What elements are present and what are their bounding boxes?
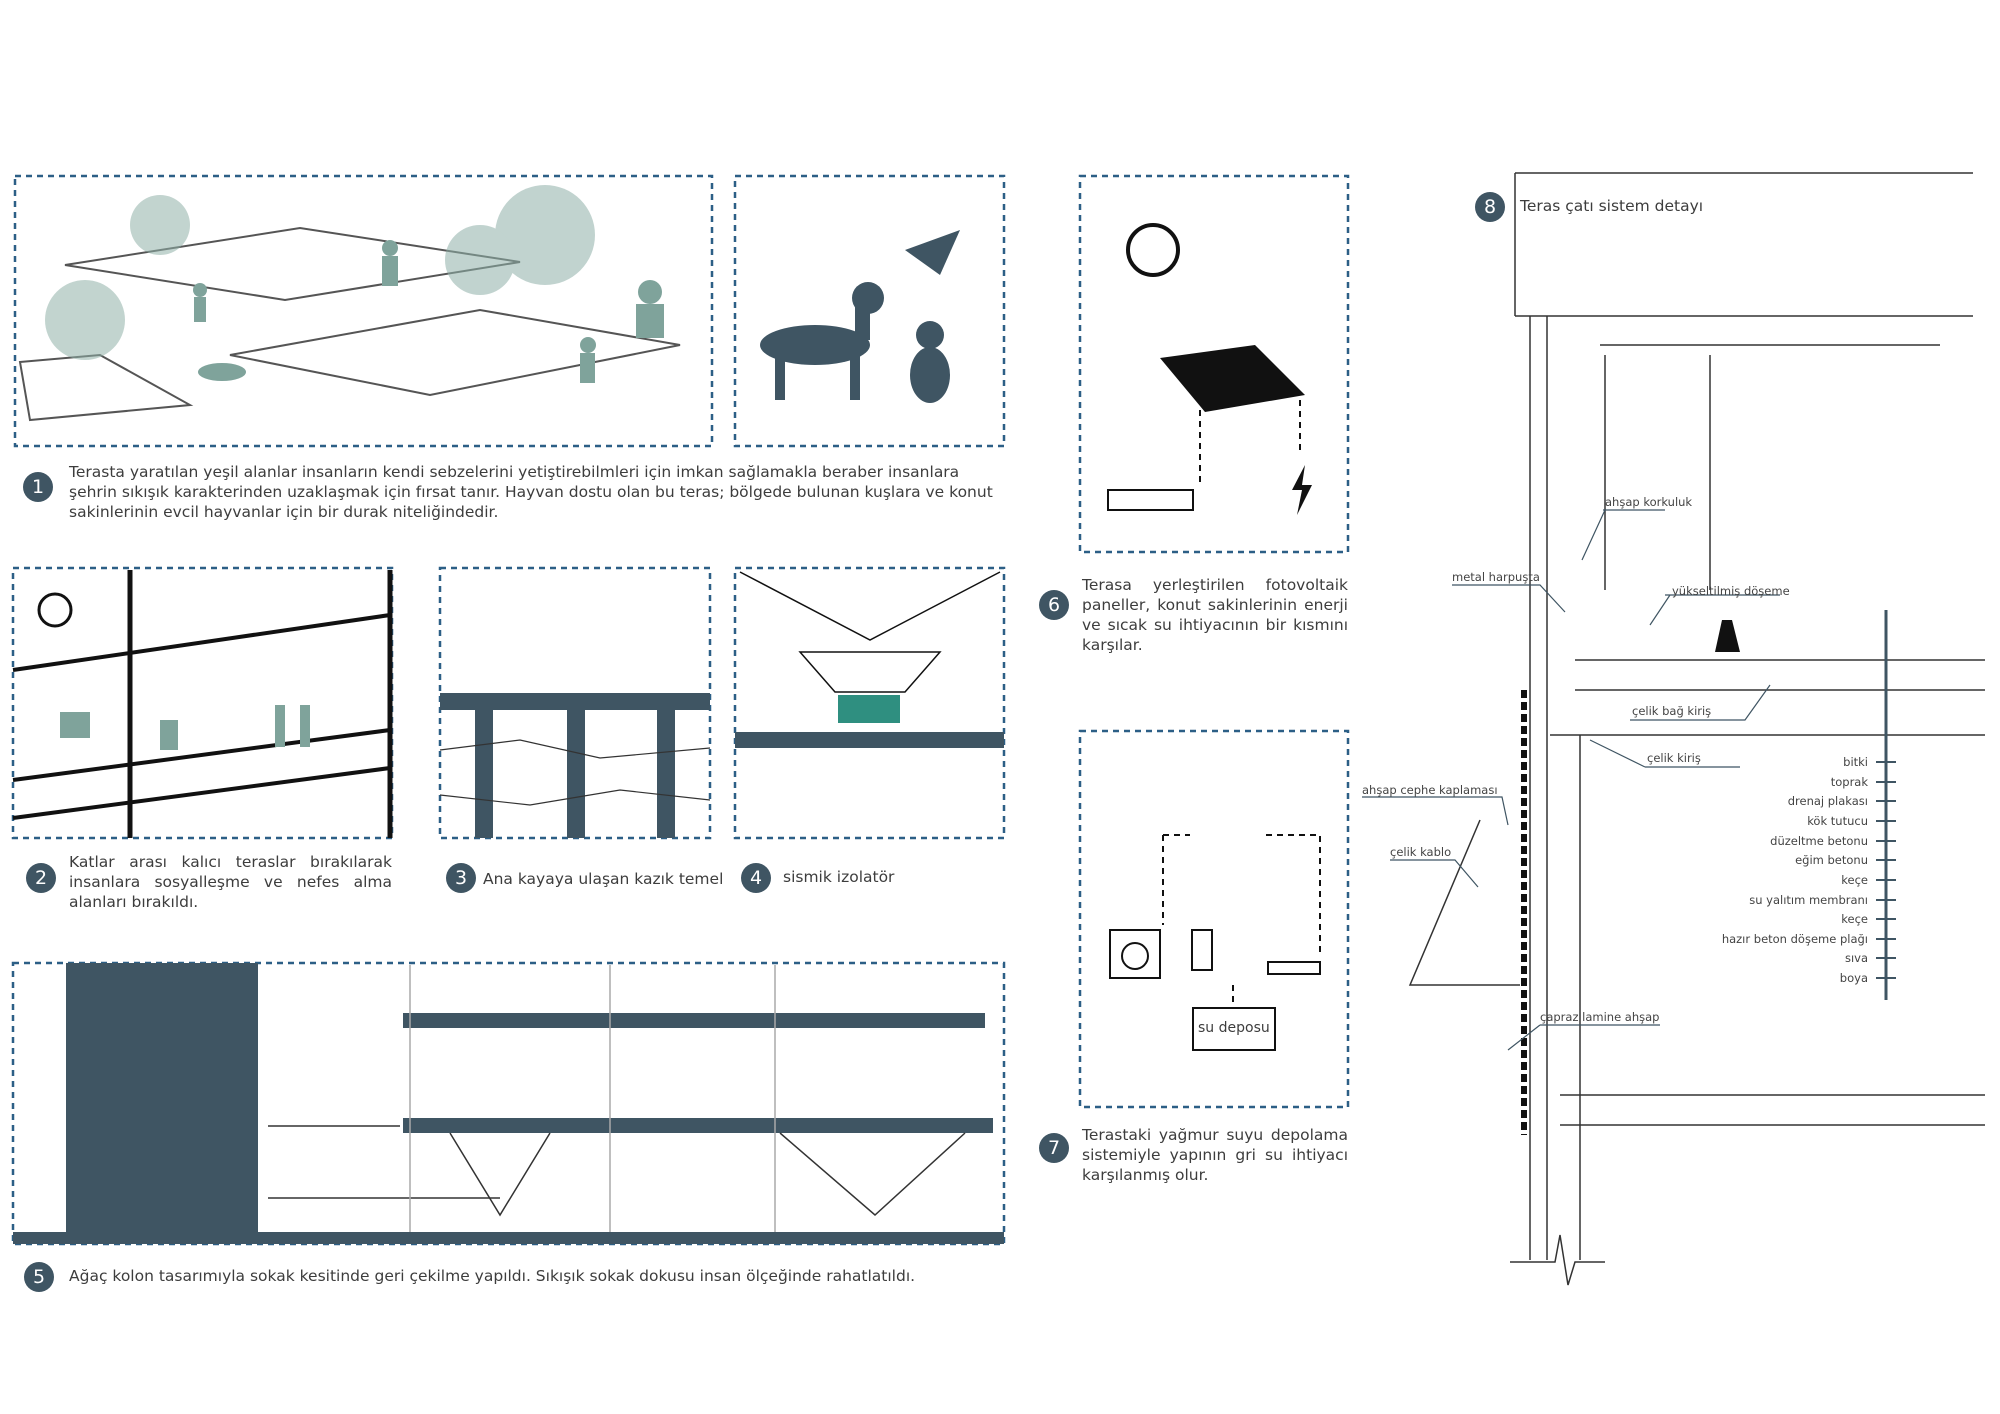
label-railing: ahşap korkuluk: [1605, 495, 1693, 509]
panel-isolator: [733, 566, 1006, 840]
caption-1: Terasta yaratılan yeşil alanlar insanlar…: [69, 463, 993, 521]
caption-3: Ana kayaya ulaşan kazık temel: [483, 870, 724, 888]
pile-foundation: [440, 693, 710, 838]
caption-7: Terastaki yağmur suyu depolama sistemiyl…: [1082, 1126, 1348, 1184]
caption-5: Ağaç kolon tasarımıyla sokak kesitinde g…: [69, 1267, 916, 1285]
layer-label: toprak: [1830, 775, 1868, 789]
step-number-4: 4: [741, 863, 771, 893]
layer-label: düzeltme betonu: [1770, 834, 1868, 848]
panel-animals: [733, 174, 1006, 448]
layer-label: bitki: [1843, 755, 1868, 769]
layer-label: sıva: [1844, 951, 1868, 965]
step-number-3: 3: [446, 863, 476, 893]
roof-detail: [1408, 172, 1985, 1286]
step-number-1: 1: [23, 472, 53, 502]
seismic-isolator: [739, 571, 1001, 693]
panel-solar: [1078, 174, 1350, 554]
layer-label: kök tutucu: [1807, 814, 1868, 828]
caption-6: Terasa yerleştirilen fotovoltaik panelle…: [1082, 576, 1348, 654]
label-cladding: ahşap cephe kaplaması: [1362, 783, 1498, 797]
layer-label: keçe: [1841, 873, 1868, 887]
detail-title: Teras çatı sistem detayı: [1520, 197, 1704, 215]
step-number-2: 2: [26, 863, 56, 893]
floors-illustration: [12, 570, 393, 838]
panel-floors: [11, 566, 394, 840]
label-tie-beam: çelik bağ kiriş: [1632, 704, 1712, 718]
street-section: [13, 963, 1004, 1244]
label-steel-beam: çelik kiriş: [1647, 751, 1701, 765]
sun-icon: [1126, 223, 1180, 277]
animals-illustration: [760, 230, 960, 403]
label-raised-floor: yükseltilmiş döşeme: [1672, 584, 1790, 598]
step-number-6: 6: [1039, 590, 1069, 620]
caption-4: sismik izolatör: [783, 868, 895, 886]
layer-label: su yalıtım membranı: [1749, 893, 1868, 907]
layer-label: hazır beton döşeme plağı: [1721, 932, 1868, 946]
label-flashing: metal harpuşta: [1452, 570, 1540, 584]
sun-icon: [37, 592, 73, 628]
label-clt: çapraz lamine ahşap: [1540, 1010, 1660, 1024]
toilet-icon: [1191, 929, 1213, 971]
label-cable: çelik kablo: [1390, 845, 1452, 859]
terrace-illustration: [18, 185, 681, 422]
step-number-5: 5: [24, 1262, 54, 1292]
solar-panel-icon: [1160, 345, 1305, 412]
panel-rain: [1078, 729, 1350, 1109]
panel-terrace: [13, 174, 714, 448]
lightning-icon: [1292, 465, 1312, 515]
caption-2: Katlar arası kalıcı teraslar bırakılarak…: [69, 853, 392, 911]
layer-label: eğim betonu: [1795, 853, 1868, 867]
garden-icon: [1267, 961, 1321, 975]
washing-machine-icon: [1109, 929, 1161, 979]
water-tank-label: su deposu: [1198, 1020, 1270, 1036]
step-number-8: 8: [1475, 192, 1505, 222]
panel-street: [11, 961, 1006, 1246]
layer-label: boya: [1839, 971, 1868, 985]
layer-label: drenaj plakası: [1787, 794, 1868, 808]
layer-label: keçe: [1841, 912, 1868, 926]
step-number-7: 7: [1039, 1133, 1069, 1163]
heater-icon: [1107, 489, 1194, 511]
